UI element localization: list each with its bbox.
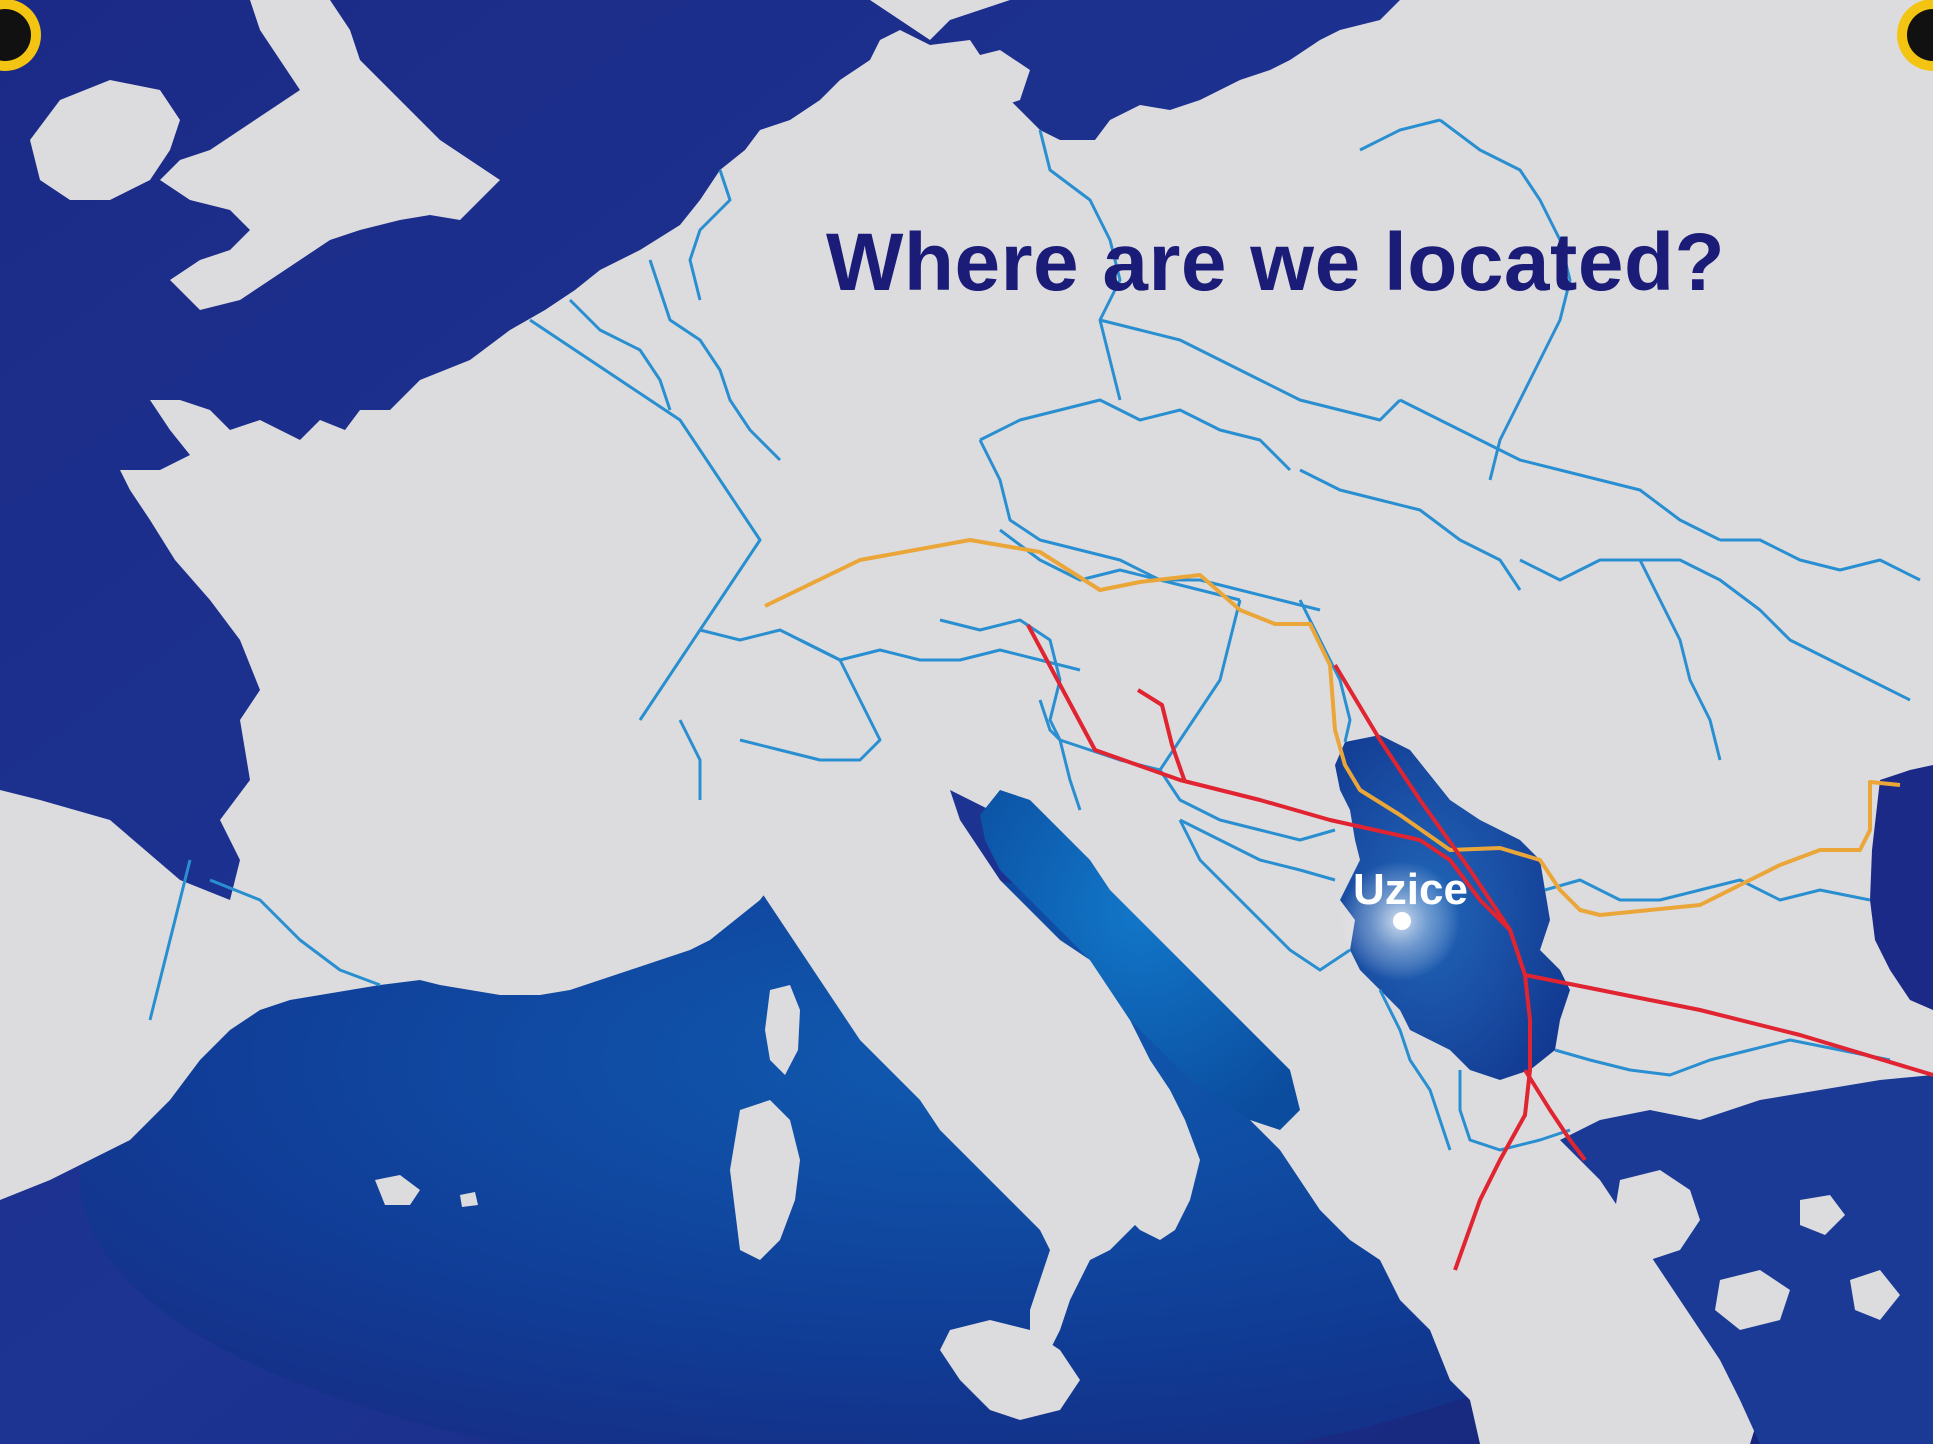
scandinavia-land: [870, 0, 1010, 40]
aegean-sea: [1560, 1075, 1933, 1444]
page-title: Where are we located?: [826, 217, 1726, 308]
black-sea: [1870, 765, 1933, 1010]
britain-land: [160, 0, 500, 310]
ireland-land: [30, 80, 180, 200]
adriatic-sea: [980, 790, 1300, 1130]
city-label: Uzice: [1353, 865, 1468, 914]
red-routes: [1026, 624, 1933, 1271]
orange-route: [764, 538, 1901, 917]
badge-left: [0, 0, 41, 71]
city-marker: [1393, 912, 1411, 930]
corsica-land: [765, 985, 800, 1075]
italy-land: [700, 770, 1160, 1350]
sicily-land: [940, 1320, 1080, 1420]
country-borders: [148, 118, 1921, 1152]
sardinia-land: [730, 1100, 800, 1260]
badge-right: [1897, 0, 1933, 71]
balearic-land: [375, 1175, 420, 1205]
